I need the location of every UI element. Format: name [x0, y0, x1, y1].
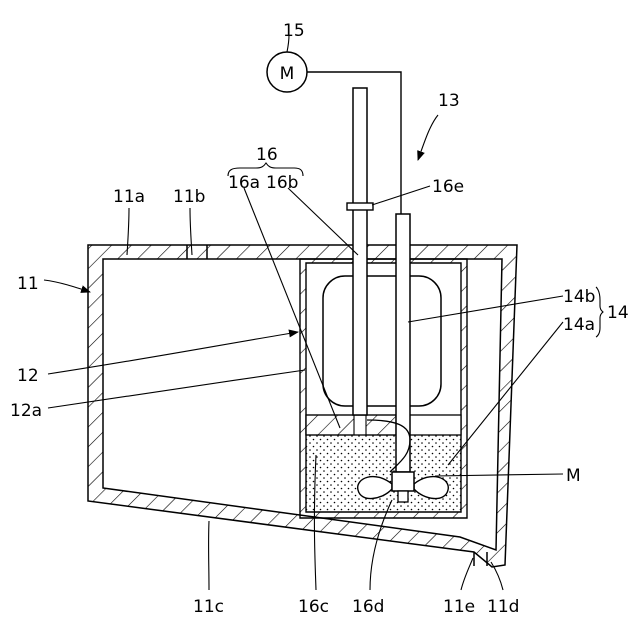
label-12a: 12a: [10, 401, 42, 421]
motor-15: M: [267, 52, 307, 92]
label-11b: 11b: [173, 187, 205, 207]
motor-label: M: [280, 64, 295, 84]
liquid-m: [306, 435, 461, 512]
stirrer-shaft-14b: [396, 214, 410, 472]
label-m: M: [566, 466, 581, 486]
label-16e: 16e: [432, 177, 464, 197]
label-16b: 16b: [266, 173, 298, 193]
label-14: 14: [607, 303, 629, 323]
filter-16c: [306, 415, 461, 435]
label-11a: 11a: [113, 187, 145, 207]
label-16: 16: [256, 145, 278, 165]
clamp-16e: [347, 203, 373, 210]
label-13: 13: [438, 91, 460, 111]
label-14a: 14a: [563, 315, 595, 335]
label-15: 15: [283, 21, 305, 41]
impeller-14a: [358, 472, 449, 502]
label-11e: 11e: [443, 597, 475, 617]
label-12: 12: [17, 366, 39, 386]
viewing-window: [323, 276, 441, 406]
label-11d: 11d: [487, 597, 519, 617]
label-14b: 14b: [563, 287, 595, 307]
label-11c: 11c: [193, 597, 224, 617]
label-16d: 16d: [352, 597, 384, 617]
label-16c: 16c: [298, 597, 329, 617]
label-11: 11: [17, 274, 39, 294]
label-16a: 16a: [228, 173, 260, 193]
